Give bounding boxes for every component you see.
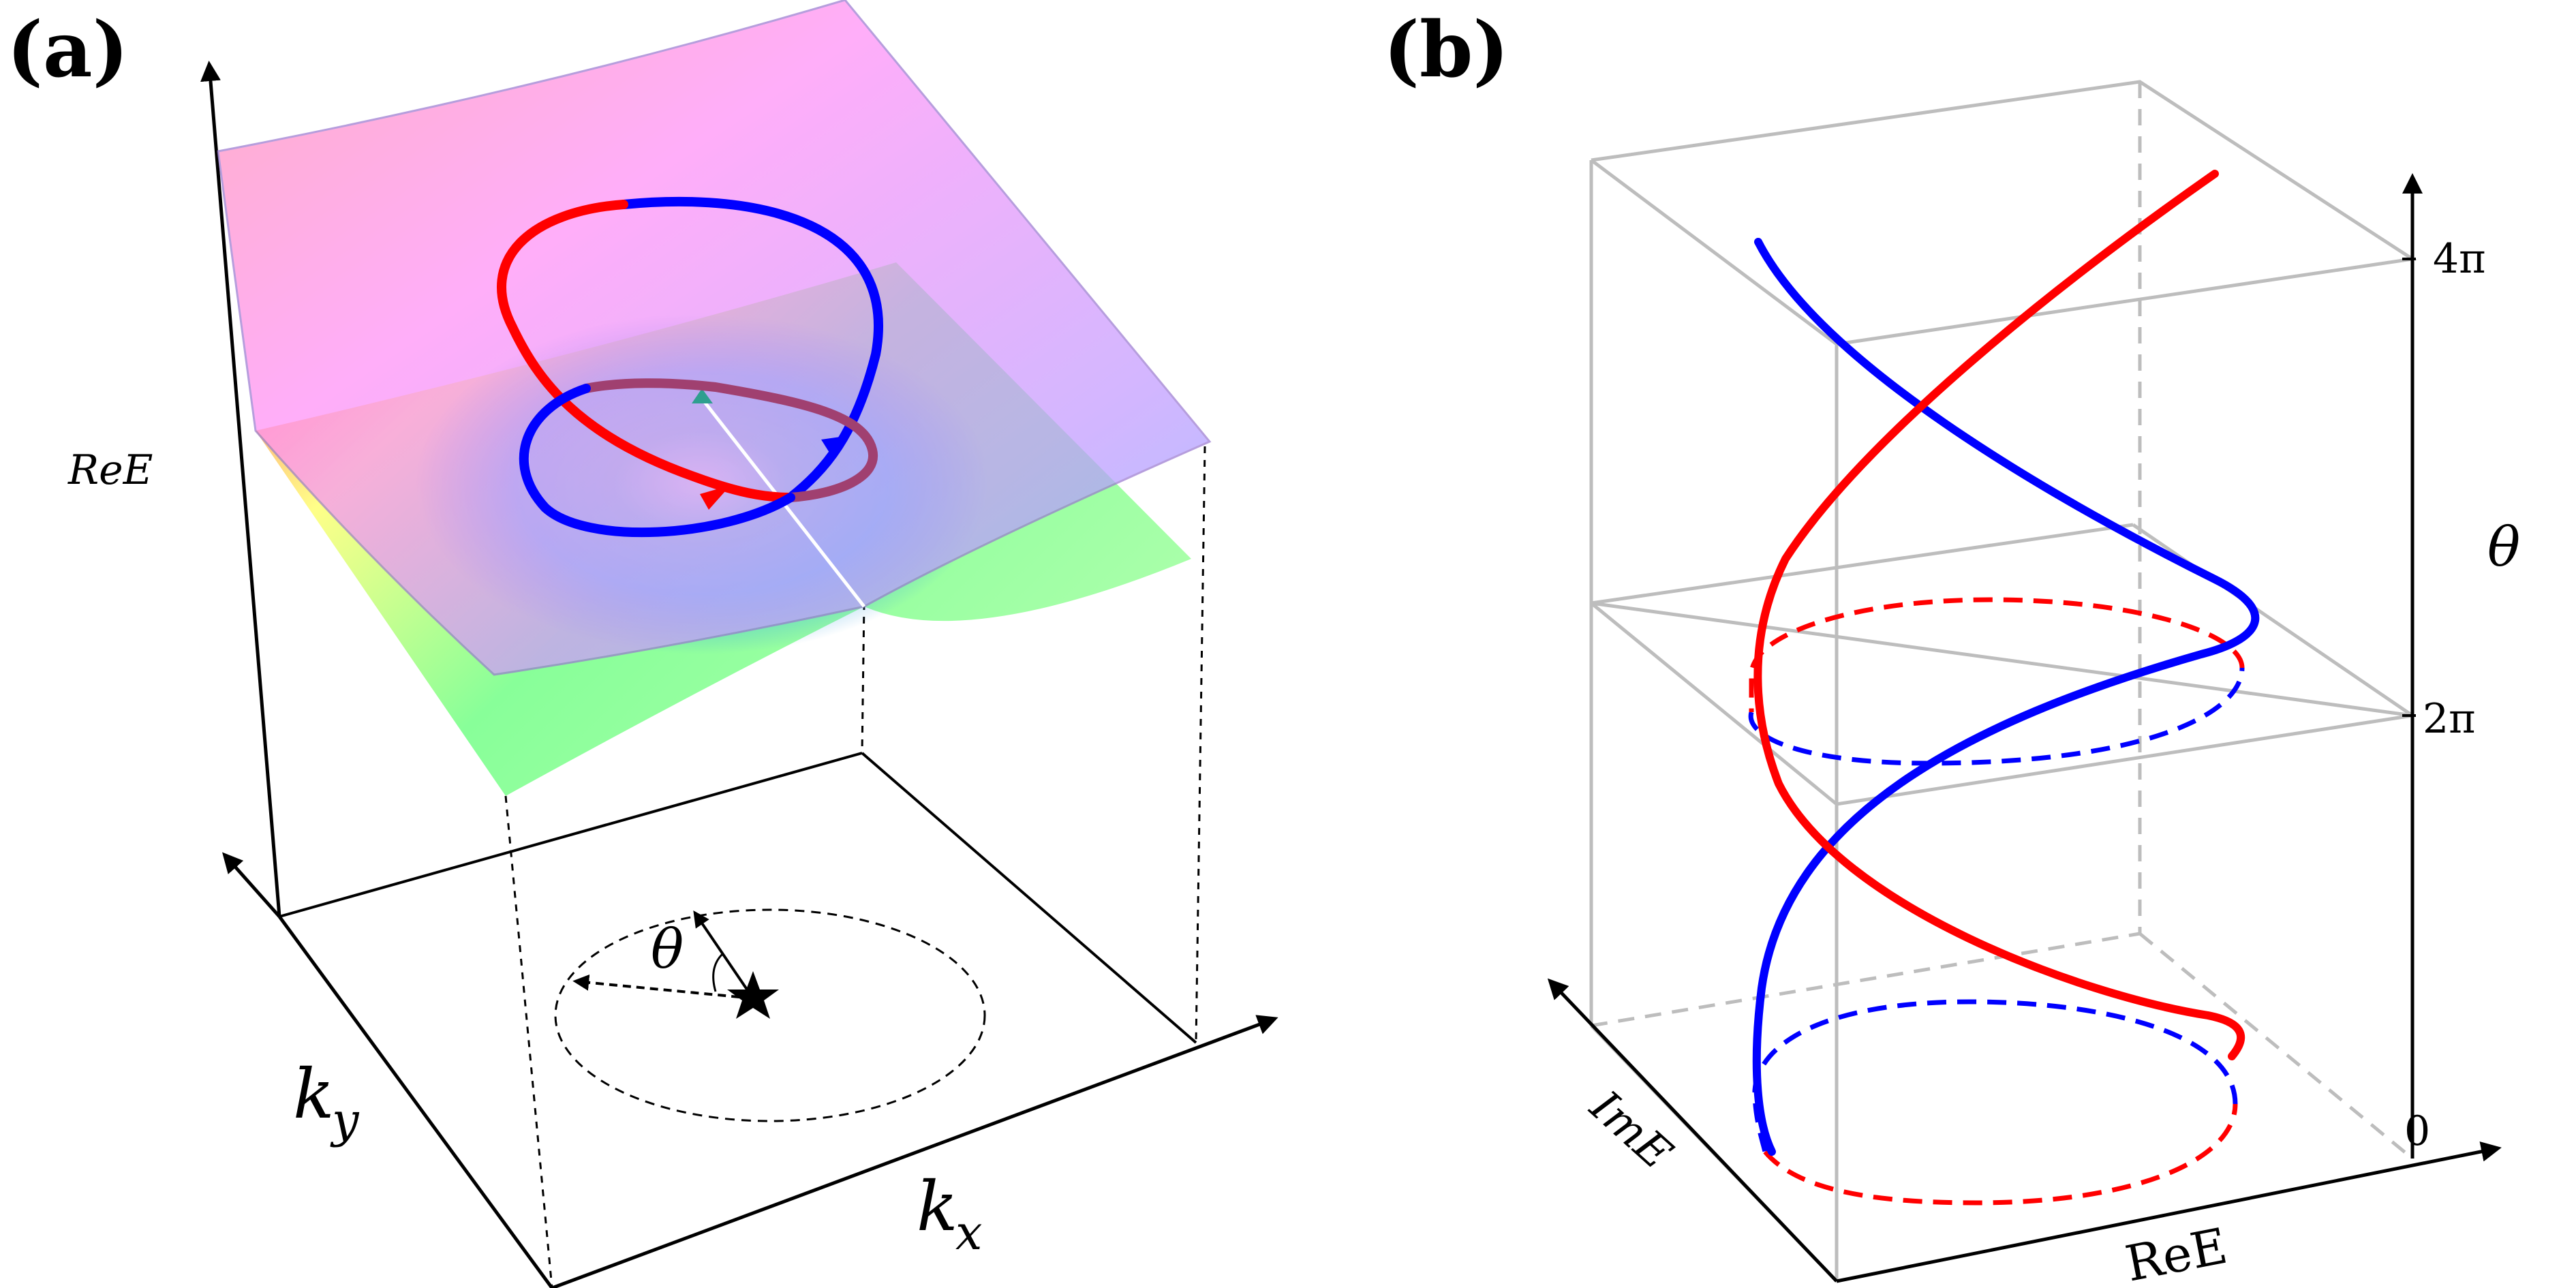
ky-axis-arrow — [222, 852, 281, 918]
back-base-edge — [279, 752, 863, 918]
angle-ray-solid — [693, 910, 754, 1000]
upper-energy-sheet — [217, 0, 1212, 676]
ky-axis-line — [277, 915, 554, 1288]
parameter-loop-circle — [554, 908, 986, 1122]
theta-axis-label: θ — [2487, 515, 2520, 579]
ime-axis-label: ImE — [1580, 1081, 1682, 1179]
ree-axis-b-label: ReE — [2121, 1217, 2232, 1288]
svg-text:k: k — [917, 1167, 958, 1246]
ime-axis — [1547, 978, 1838, 1283]
right-base-edge — [861, 752, 1197, 1044]
tick-label-0: 0 — [2404, 1107, 2430, 1155]
eigenvalue-trajectory — [497, 196, 883, 538]
kx-axis — [551, 1015, 1278, 1288]
svg-text:y: y — [330, 1092, 360, 1148]
plot-box — [1589, 80, 2417, 1283]
angle-arc — [712, 953, 724, 992]
exceptional-point-marker — [692, 388, 713, 403]
ree-axis-a-label: ReE — [67, 446, 153, 494]
trajectory-arrow-blue — [821, 436, 845, 458]
panel-b-label: (b) — [1383, 5, 1509, 95]
panel-a-label: (a) — [7, 5, 129, 95]
ky-axis-label: k y — [293, 1054, 360, 1148]
svg-text:x: x — [955, 1205, 982, 1261]
angle-theta-label: θ — [651, 917, 684, 981]
tick-label-4pi: 4π — [2433, 235, 2486, 283]
eigenvalue-helices — [1752, 170, 2260, 1156]
kx-axis-label: k x — [917, 1167, 982, 1261]
tick-label-2pi: 2π — [2423, 695, 2476, 743]
svg-text:k: k — [293, 1054, 335, 1134]
panel-b: (b) — [1383, 5, 2520, 1288]
ree-axis-a — [200, 61, 281, 917]
angle-ray-dashed — [572, 974, 754, 1000]
exceptional-point-star — [727, 971, 779, 1019]
panel-a: (a) — [7, 0, 1278, 1288]
projection-lines — [504, 446, 1206, 1288]
trajectory-arrow-red — [700, 485, 731, 510]
projected-loops — [1748, 597, 2245, 1206]
ree-axis-b — [1836, 1141, 2502, 1283]
